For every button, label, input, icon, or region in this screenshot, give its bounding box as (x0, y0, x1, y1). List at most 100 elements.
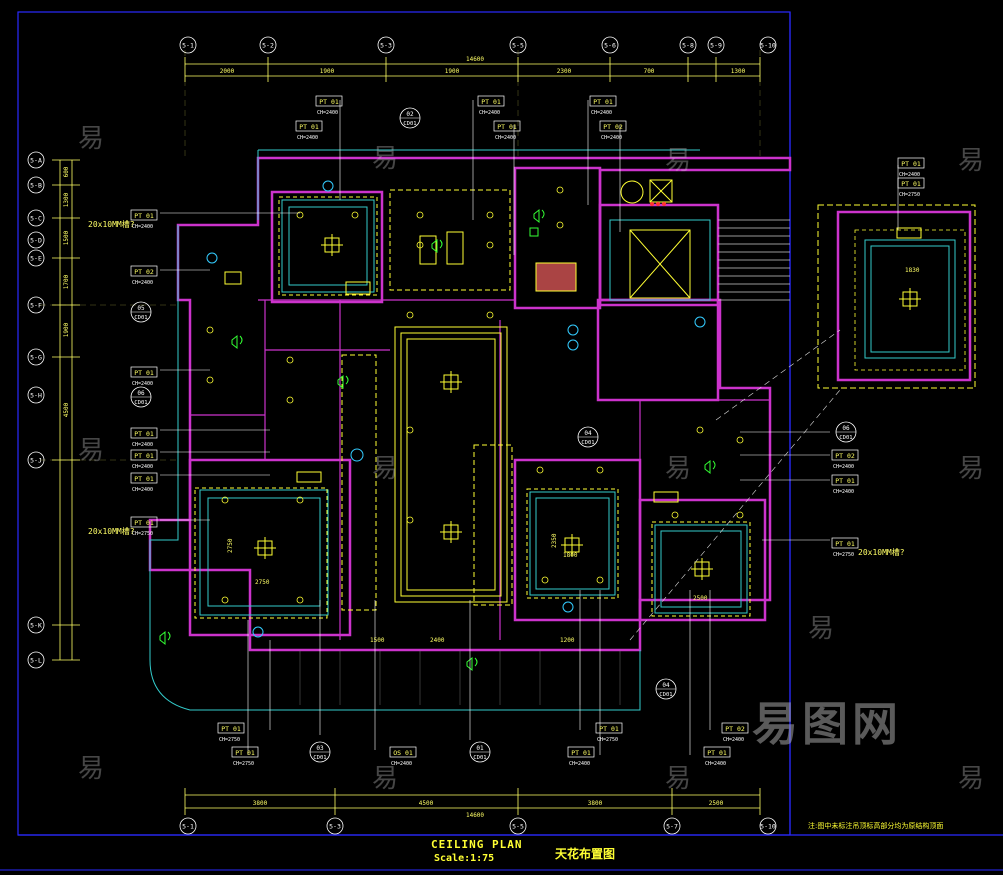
axis-bubble (27, 616, 45, 634)
tag-ceiling-height: CH=2400 (132, 442, 153, 448)
tag-ceiling-height: CH=2400 (601, 135, 622, 141)
tag-code: PT 01 (599, 725, 619, 733)
axis-bubble (27, 651, 45, 669)
light-troughs (194, 189, 751, 619)
tag-box (721, 722, 749, 734)
elevator-shaft (620, 179, 691, 299)
interior-partitions (190, 299, 770, 640)
detail-reference: CD01 (403, 121, 416, 127)
room-dim-e: 2500 (693, 595, 708, 602)
tag-box (389, 746, 417, 758)
tag-ceiling-height: CH=2750 (597, 737, 618, 743)
tag-box (831, 474, 859, 486)
watermark-glyph: 易 (665, 454, 692, 484)
left-axis-label: 5-H (30, 392, 42, 400)
terrace-dim-3: 1200 (560, 637, 575, 644)
tag-box (217, 722, 245, 734)
tag-ceiling-height: CH=2400 (132, 381, 153, 387)
top-axis-label: 5-8 (682, 42, 694, 50)
strip-note-2: 20x10MM槽? (88, 526, 135, 536)
bottom-axis-label: 5-7 (666, 823, 678, 831)
tag-ceiling-height: CH=2750 (132, 531, 153, 537)
top-axis-label: 5-6 (604, 42, 616, 50)
tag-box (315, 95, 343, 107)
top-axis-label: 5-2 (262, 42, 274, 50)
tag-ceiling-height: CH=2400 (591, 110, 612, 116)
left-dimension: 1700 (63, 274, 70, 289)
watermark-glyph: 易 (78, 436, 105, 466)
tag-code: PT 01 (481, 98, 501, 106)
detail-number: 05 (137, 305, 145, 312)
detail-number: 02 (406, 111, 414, 118)
light-fixtures (224, 227, 922, 580)
watermark-glyph: 易 (808, 614, 835, 644)
tag-ceiling-height: CH=2400 (132, 224, 153, 230)
room-dim-b: 2750 (227, 538, 234, 553)
detail-reference: CD01 (839, 435, 852, 441)
drawing-note: 注:图中未标注吊顶标高部分均为原结构顶面 (808, 822, 944, 830)
detail-number: 03 (316, 745, 324, 752)
left-axis-label: 5-D (30, 237, 42, 245)
axis-bubble (601, 36, 619, 54)
detail-reference: CD01 (134, 400, 147, 406)
top-axis-label: 5-5 (512, 42, 524, 50)
bottom-axis-label: 5-1 (182, 823, 194, 831)
watermark-glyph: 易 (78, 754, 105, 784)
tag-ceiling-height: CH=2400 (479, 110, 500, 116)
left-axis-bubbles: 5-A5-B5-C5-D5-E5-F5-G5-H5-J5-K5-L (27, 151, 45, 669)
left-axis-label: 5-A (30, 157, 42, 165)
tag-box (130, 427, 158, 439)
top-dimension: 2300 (557, 68, 572, 75)
axis-bubble (663, 817, 681, 835)
room-dim-f: 1800 (563, 552, 578, 559)
tag-box (595, 722, 623, 734)
tag-code: PT 01 (221, 725, 241, 733)
watermark-glyph: 易 (78, 124, 105, 154)
axis-bubble (509, 817, 527, 835)
watermark-glyph: 易 (372, 454, 399, 484)
detail-reference: CD01 (659, 692, 672, 698)
tag-ceiling-height: CH=2400 (569, 761, 590, 767)
axis-bubble (179, 36, 197, 54)
bottom-dimension: 3800 (253, 800, 268, 807)
leader-lines (160, 100, 830, 755)
tag-ceiling-height: CH=2400 (132, 464, 153, 470)
tag-box (130, 449, 158, 461)
tag-code: PT 01 (835, 540, 855, 548)
tag-ceiling-height: CH=2400 (495, 135, 516, 141)
building-walls (148, 156, 792, 652)
watermark-glyph: 易 (958, 764, 985, 794)
tag-ceiling-height: CH=2400 (705, 761, 726, 767)
left-axis-label: 5-F (30, 302, 42, 310)
left-axis-label: 5-C (30, 215, 42, 223)
tag-box (589, 95, 617, 107)
top-dimension: 1900 (320, 68, 335, 75)
axis-bubble (259, 36, 277, 54)
tag-ceiling-height: CH=2750 (899, 192, 920, 198)
tag-code: PT 02 (725, 725, 745, 733)
tag-code: PT 01 (134, 430, 154, 438)
terrace-hatch (299, 650, 621, 705)
axis-grid-lines (40, 50, 761, 461)
top-dimension: 1300 (731, 68, 746, 75)
tag-ceiling-height: CH=2750 (233, 761, 254, 767)
left-dimension-chain (52, 159, 80, 661)
strip-note-3: 20x10MM槽? (858, 547, 905, 557)
room-dim-a: 2750 (255, 579, 270, 586)
drawing-scale: Scale:1:75 (434, 853, 495, 864)
tag-ceiling-height: CH=2400 (132, 487, 153, 493)
tag-ceiling-height: CH=2400 (317, 110, 338, 116)
room-dim-c: 1830 (905, 267, 920, 274)
tag-code: PT 01 (707, 749, 727, 757)
left-dimension: 4500 (63, 402, 70, 417)
detail-number: 04 (584, 430, 592, 437)
watermark-glyph: 易 (665, 146, 692, 176)
tag-code: PT 02 (835, 452, 855, 460)
bottom-dimension: 2500 (709, 800, 724, 807)
viewport-frame[interactable] (17, 11, 791, 836)
tag-ceiling-height: CH=2400 (899, 172, 920, 178)
tag-box (295, 120, 323, 132)
